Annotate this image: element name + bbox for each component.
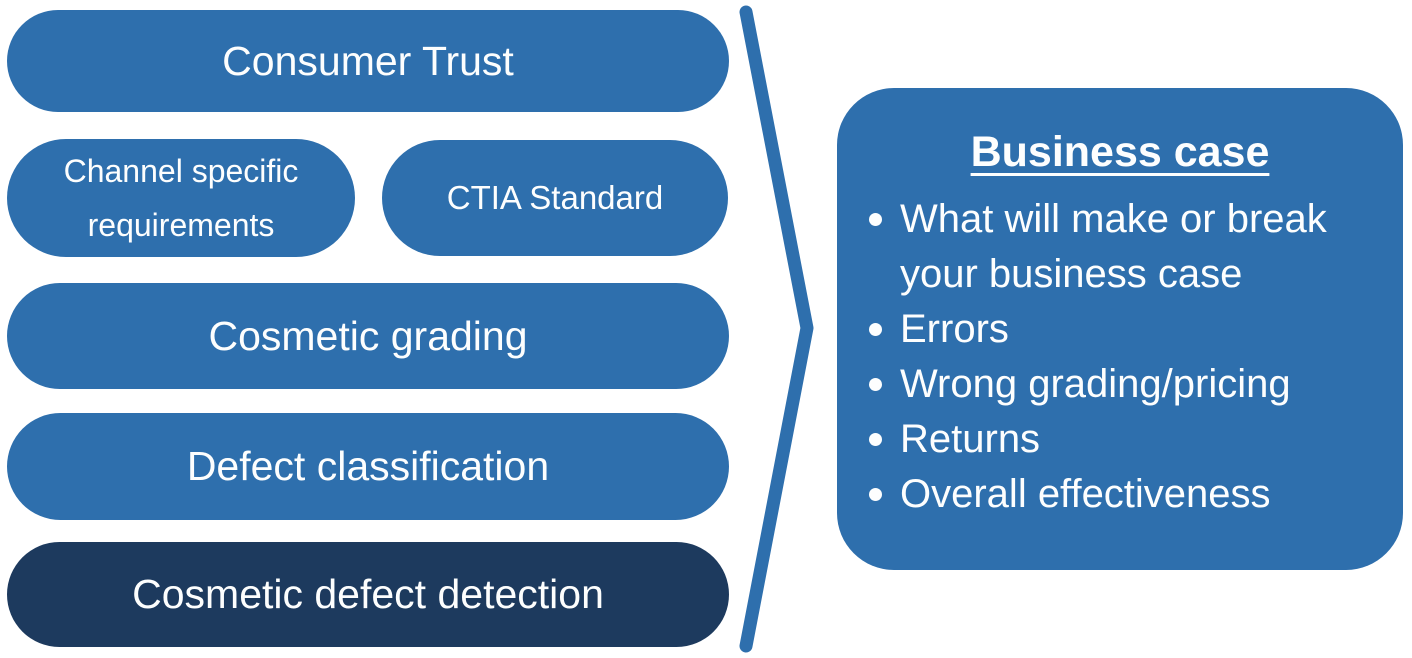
business-case-list-item: Wrong grading/pricing [867,357,1373,412]
bullet-icon [869,378,882,391]
pill-defect-classification: Defect classification [7,413,729,520]
bullet-icon [869,433,882,446]
business-case-title: Business case [970,128,1270,176]
pill-channel-specific-requirements-label: Channel specific requirements [63,153,299,243]
pill-consumer-trust: Consumer Trust [7,10,729,112]
pill-cosmetic-grading-label: Cosmetic grading [208,312,528,359]
business-case-list: What will make or break your business ca… [867,192,1373,522]
business-case-list-item-label: Returns [900,417,1041,461]
business-case-list-item: Errors [867,302,1373,357]
bullet-icon [869,323,882,336]
pill-cosmetic-defect-detection-label: Cosmetic defect detection [132,571,604,617]
business-case-list-item-label: What will make or break your business ca… [900,197,1327,296]
bullet-icon [869,488,882,501]
pill-cosmetic-defect-detection: Cosmetic defect detection [7,542,729,647]
pill-channel-specific-requirements: Channel specific requirements [7,139,355,257]
business-case-list-item: What will make or break your business ca… [867,192,1373,302]
business-case-list-item-label: Wrong grading/pricing [900,362,1291,406]
pill-cosmetic-grading: Cosmetic grading [7,283,729,389]
business-case-list-item: Returns [867,412,1373,467]
chevron-divider-icon [739,5,814,653]
pill-consumer-trust-label: Consumer Trust [222,37,514,84]
business-case-list-item-label: Overall effectiveness [900,472,1271,516]
pill-defect-classification-label: Defect classification [186,443,550,489]
bullet-icon [869,213,882,226]
business-case-list-item: Overall effectiveness [867,467,1373,522]
pill-ctia-standard: CTIA Standard [382,140,728,256]
business-case-box: Business case What will make or break yo… [837,88,1403,570]
pill-ctia-standard-label: CTIA Standard [446,179,664,216]
business-case-list-item-label: Errors [900,307,1009,351]
